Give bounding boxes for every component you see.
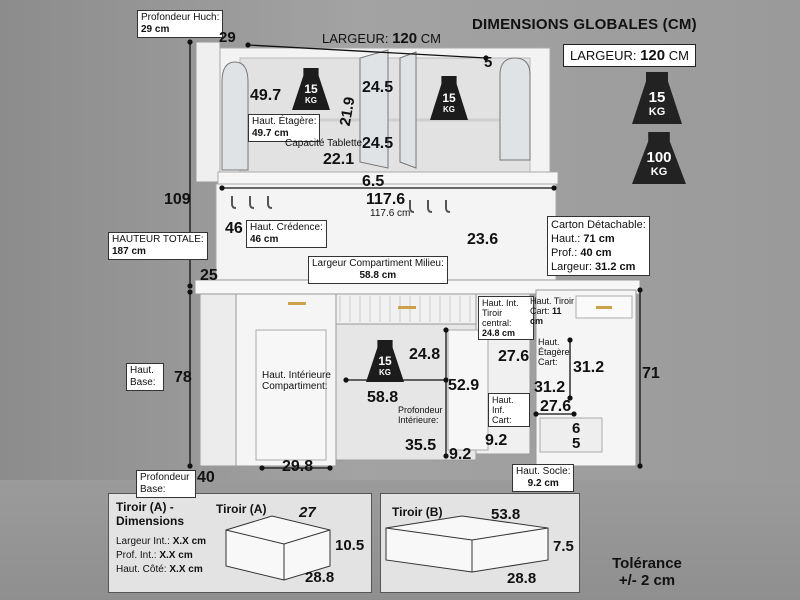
dim-27-6-lower: 27.6 bbox=[540, 398, 572, 415]
width-pill-unit: CM bbox=[668, 48, 689, 63]
label-profondeur-huch: Profondeur Huch:29 cm bbox=[137, 10, 224, 38]
drawer-a-depth: 28.8 bbox=[305, 569, 335, 586]
width-pill-label: LARGEUR: bbox=[570, 48, 637, 63]
drawer-a-title: Tiroir (A) - Dimensions bbox=[116, 500, 185, 528]
dim-6-5: 6.5 bbox=[362, 173, 385, 190]
dim-9-2-bottom: 9.2 bbox=[449, 446, 472, 463]
dim-31-2-right: 31.2 bbox=[573, 359, 605, 376]
dim-78: 78 bbox=[174, 369, 192, 386]
label-haut-etagere-cart: Haut. Étagère Cart: bbox=[538, 337, 570, 367]
dim-29: 29 bbox=[219, 29, 236, 46]
dim-58-8: 58.8 bbox=[367, 389, 399, 406]
label-haut-tiroir-cart: Haut. Tiroir Cart: 11 cm bbox=[530, 296, 575, 326]
dim-117-6-cm: 117.6 cm bbox=[370, 208, 411, 219]
label-haut-etagere: Haut. Étagère:49.7 cm bbox=[248, 114, 321, 142]
dim-6: 6 bbox=[572, 420, 581, 437]
label-hauteur-totale: HAUTEUR TOTALE:187 cm bbox=[108, 232, 208, 260]
dim-24-8: 24.8 bbox=[409, 346, 441, 363]
label-haut-credence: Haut. Crédence:46 cm bbox=[246, 220, 327, 248]
dim-5-bottom: 5 bbox=[572, 435, 581, 452]
dim-24-5-lower: 24.5 bbox=[362, 135, 394, 152]
dim-31-2-center: 31.2 bbox=[534, 379, 566, 396]
drawer-b-depth: 28.8 bbox=[507, 570, 537, 587]
drawer-a-height: 10.5 bbox=[335, 537, 365, 554]
dim-5-top: 5 bbox=[484, 54, 493, 71]
dim-49-7: 49.7 bbox=[250, 87, 282, 104]
drawer-a-label: Tiroir (A) bbox=[216, 502, 267, 516]
label-largeur-top: LARGEUR: 120 CM bbox=[322, 30, 441, 47]
label-profondeur-interieure: Profondeur Intérieure: bbox=[398, 405, 443, 425]
dimension-lines bbox=[187, 39, 643, 471]
dim-109: 109 bbox=[164, 191, 191, 208]
label-haut-int-tiroir: Haut. Int. Tiroir central: 24.8 cm bbox=[478, 296, 534, 340]
drawer-b-width: 53.8 bbox=[491, 506, 521, 523]
dim-29-8: 29.8 bbox=[282, 458, 314, 475]
label-haut-socle: Haut. Socle:9.2 cm bbox=[512, 464, 575, 492]
drawer-a-specs: Largeur Int.: X.X cm Prof. Int.: X.X cm … bbox=[116, 536, 207, 575]
dim-9-2-right: 9.2 bbox=[485, 432, 508, 449]
width-pill: LARGEUR: 120 CM bbox=[563, 44, 696, 67]
width-pill-value: 120 bbox=[640, 47, 666, 64]
label-haut-base: Haut. Base: bbox=[126, 363, 164, 391]
dim-24-5-upper: 24.5 bbox=[362, 79, 394, 96]
label-carton: Carton Détachable: Haut.: 71 cm Prof.: 4… bbox=[547, 216, 650, 276]
page-title: DIMENSIONS GLOBALES (CM) bbox=[472, 16, 697, 33]
dim-46: 46 bbox=[225, 220, 243, 237]
label-profondeur-base: Profondeur Base: bbox=[136, 470, 196, 498]
drawer-a-width: 27 bbox=[299, 504, 316, 521]
drawer-b-height: 7.5 bbox=[553, 538, 574, 555]
dim-52-9: 52.9 bbox=[448, 377, 480, 394]
dim-40: 40 bbox=[197, 469, 215, 486]
dim-71: 71 bbox=[642, 365, 660, 382]
tolerance-note: Tolérance+/- 2 cm bbox=[612, 555, 682, 589]
drawer-b-label: Tiroir (B) bbox=[392, 505, 443, 519]
dim-22-1: 22.1 bbox=[323, 151, 355, 168]
dim-27-6-upper: 27.6 bbox=[498, 348, 530, 365]
dim-25: 25 bbox=[200, 267, 218, 284]
label-capacite-tablette: Capacité Tablette: bbox=[285, 138, 365, 149]
dim-23-6: 23.6 bbox=[467, 231, 499, 248]
label-largeur-milieu: Largeur Compartiment Milieu:58.8 cm bbox=[308, 256, 448, 284]
dim-35-5: 35.5 bbox=[405, 437, 437, 454]
dim-117-6: 117.6 bbox=[366, 191, 406, 208]
label-haut-inf-cart: Haut. Inf. Cart: bbox=[488, 393, 530, 427]
label-haut-interieure: Haut. Intérieure Compartiment: bbox=[262, 370, 331, 392]
